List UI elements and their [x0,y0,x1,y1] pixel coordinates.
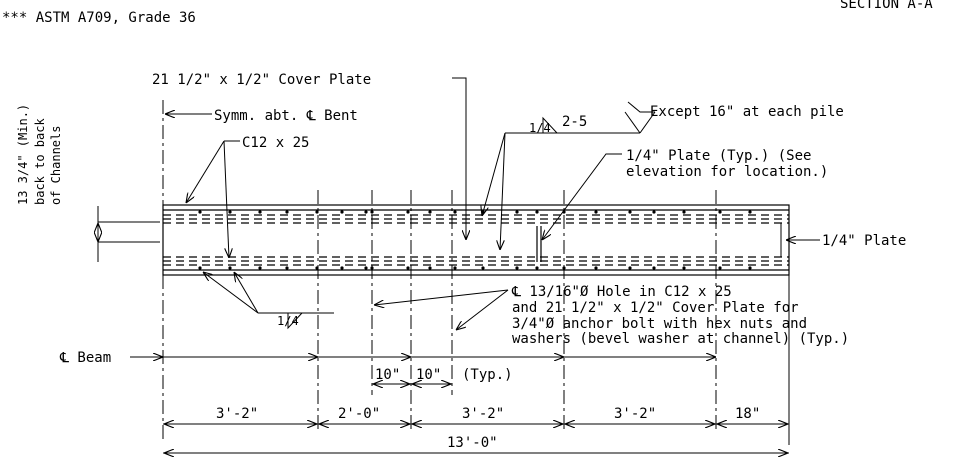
weld-bottom-arrow-2 [234,272,259,314]
hole-note-line-3: 3/4"Ø anchor bolt with hex nuts and [512,316,807,332]
end-plate-label: 1/4" Plate [822,233,906,249]
vertical-dimension-label: 13 3/4" (Min.) back to back of Channels [16,104,63,205]
vertical-label-line-3: of Channels [49,126,63,205]
vertical-label-line-2: back to back [33,118,47,205]
hole-leader-1 [374,289,509,305]
weld-tail-2 [639,111,656,134]
channel-leader-2 [223,140,229,258]
spacing-typ-label: (Typ.) [462,367,513,383]
except-label: Except 16" at each pile [650,104,844,120]
weld-arrow-1 [482,132,506,216]
segment-2-label: 2'-0" [338,406,380,422]
weld-tail-1 [624,111,641,134]
material-note: *** ASTM A709, Grade 36 [2,10,196,26]
section-title: SECTION A-A [840,0,933,12]
weld-arrow-2 [500,132,506,250]
fillet-weld-symbol [542,116,558,134]
weld-fraction-top: 1/4 [529,121,551,135]
plate-typ-line-1: 1/4" Plate (Typ.) (See [626,148,811,164]
hole-note-line-4: washers (bevel washer at channel) (Typ.) [512,331,849,347]
bolt-dots-top [198,210,752,214]
hole-leader-2 [456,289,509,330]
vertical-label-line-1: 13 3/4" (Min.) [16,104,30,205]
spacing-b-label: 10" [416,367,441,383]
overall-dim-label: 13'-0" [447,435,498,451]
channel-label: C12 x 25 [242,135,309,151]
hole-note-line-2: and 21 1/2" x 1/2" Cover Plate for [512,300,799,316]
weld-spec: 2-5 [562,114,587,130]
hole-note-line-1: ℄ 13/16"Ø Hole in C12 x 25 [511,284,732,300]
segment-3-label: 3'-2" [462,406,504,422]
weld-tail-3 [627,101,655,113]
segment-5-label: 18" [735,406,760,422]
spacing-a-label: 10" [375,367,400,383]
plate-typ-leader [542,153,622,240]
symmetry-label: Symm. abt. ℄ Bent [214,108,358,124]
bolt-dots-bottom [198,266,752,270]
weld-bottom-arrow-1 [203,272,259,314]
beam-label: ℄ Beam [59,350,111,366]
fillet-weld-symbol-bottom [287,312,303,330]
channel-leader-1 [186,140,225,203]
segment-1-label: 3'-2" [216,406,258,422]
segment-4-label: 3'-2" [614,406,656,422]
cover-plate-leader [452,77,466,240]
cover-plate-label: 21 1/2" x 1/2" Cover Plate [152,72,371,88]
plate-typ-line-2: elevation for location.) [626,164,828,180]
